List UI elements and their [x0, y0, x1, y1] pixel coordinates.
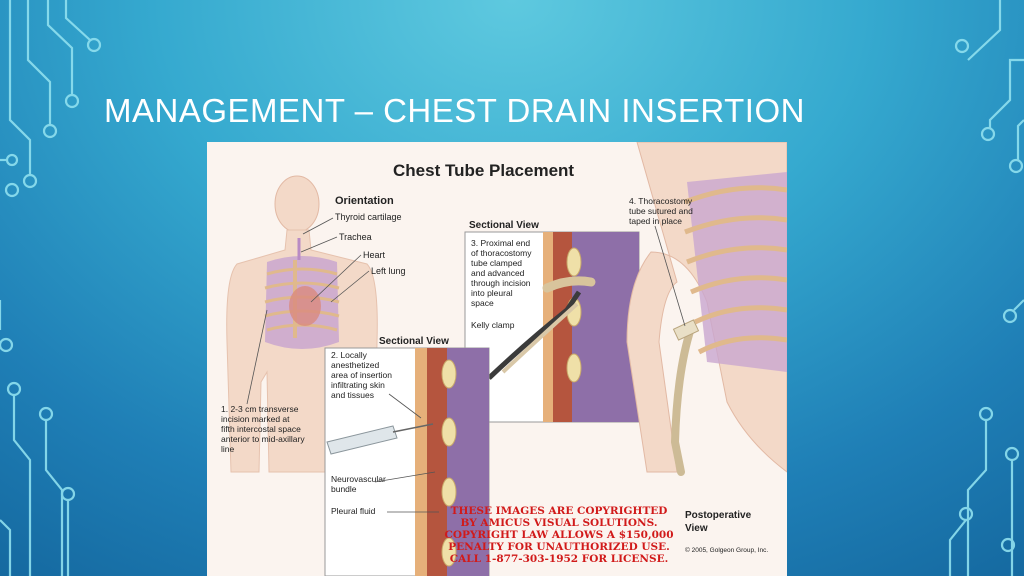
step3-line-7: space: [471, 298, 494, 308]
step2-line-5: and tissues: [331, 390, 374, 400]
chest-tube-illustration: Chest Tube Placement Orientation Thyroid…: [207, 142, 787, 576]
syringe: [326, 423, 434, 455]
orientation-label: Orientation: [335, 195, 394, 207]
pleural-fluid-label: Pleural fluid: [331, 506, 376, 516]
copyright-line-3: COPYRIGHT LAW ALLOWS A $150,000: [444, 529, 673, 541]
orientation-body: [226, 175, 378, 473]
kelly-clamp-label: Kelly clamp: [471, 320, 515, 330]
step3-line-1: 3. Proximal end: [471, 238, 530, 248]
sectional-view-2-label: Sectional View: [469, 220, 539, 231]
anatomy-label-thyroid: Thyroid cartilage: [335, 212, 402, 222]
step2-line-3: area of insertion: [331, 370, 392, 380]
neurovascular-line-1: Neurovascular: [331, 474, 386, 484]
step3-line-5: through incision: [471, 278, 531, 288]
step2-line-2: anesthetized: [331, 360, 379, 370]
step3-line-3: tube clamped: [471, 258, 522, 268]
neurovascular-line-2: bundle: [331, 484, 357, 494]
anatomy-label-trachea: Trachea: [339, 232, 372, 242]
postoperative-line-2: View: [685, 523, 708, 534]
step2-line-1: 2. Locally: [331, 350, 368, 360]
copyright-line-2: BY AMICUS VISUAL SOLUTIONS.: [461, 517, 658, 529]
postoperative-torso: [626, 142, 787, 476]
step3-line-6: into pleural: [471, 288, 513, 298]
step1-line-3: fifth intercostal space: [221, 424, 301, 434]
step3-line-2: of thoracostomy: [471, 248, 532, 258]
step1-line-1: 1. 2-3 cm transverse: [221, 404, 299, 414]
step3-line-4: and advanced: [471, 268, 525, 278]
figure-heading: Chest Tube Placement: [393, 161, 574, 180]
step2-line-4: infiltrating skin: [331, 380, 385, 390]
step1-line-4: anterior to mid-axillary: [221, 434, 305, 444]
credit: © 2005, Golgeon Group, Inc.: [685, 546, 768, 554]
step4-line-3: taped in place: [629, 216, 682, 226]
copyright-line-4: PENALTY FOR UNAUTHORIZED USE.: [448, 541, 670, 553]
sectional-view-1-label: Sectional View: [379, 336, 449, 347]
slide-title: MANAGEMENT – CHEST DRAIN INSERTION: [104, 92, 805, 129]
postoperative-line-1: Postoperative: [685, 510, 752, 521]
copyright-line-1: THESE IMAGES ARE COPYRIGHTED: [451, 505, 668, 517]
step4-line-1: 4. Thoracostomy: [629, 196, 693, 206]
anatomy-label-heart: Heart: [363, 250, 386, 260]
step1-line-2: incision marked at: [221, 414, 290, 424]
step1-line-5: line: [221, 444, 235, 454]
anatomy-label-left-lung: Left lung: [371, 266, 406, 276]
step4-line-2: tube sutured and: [629, 206, 693, 216]
copyright-line-5: CALL 1-877-303-1952 FOR LICENSE.: [450, 553, 669, 565]
